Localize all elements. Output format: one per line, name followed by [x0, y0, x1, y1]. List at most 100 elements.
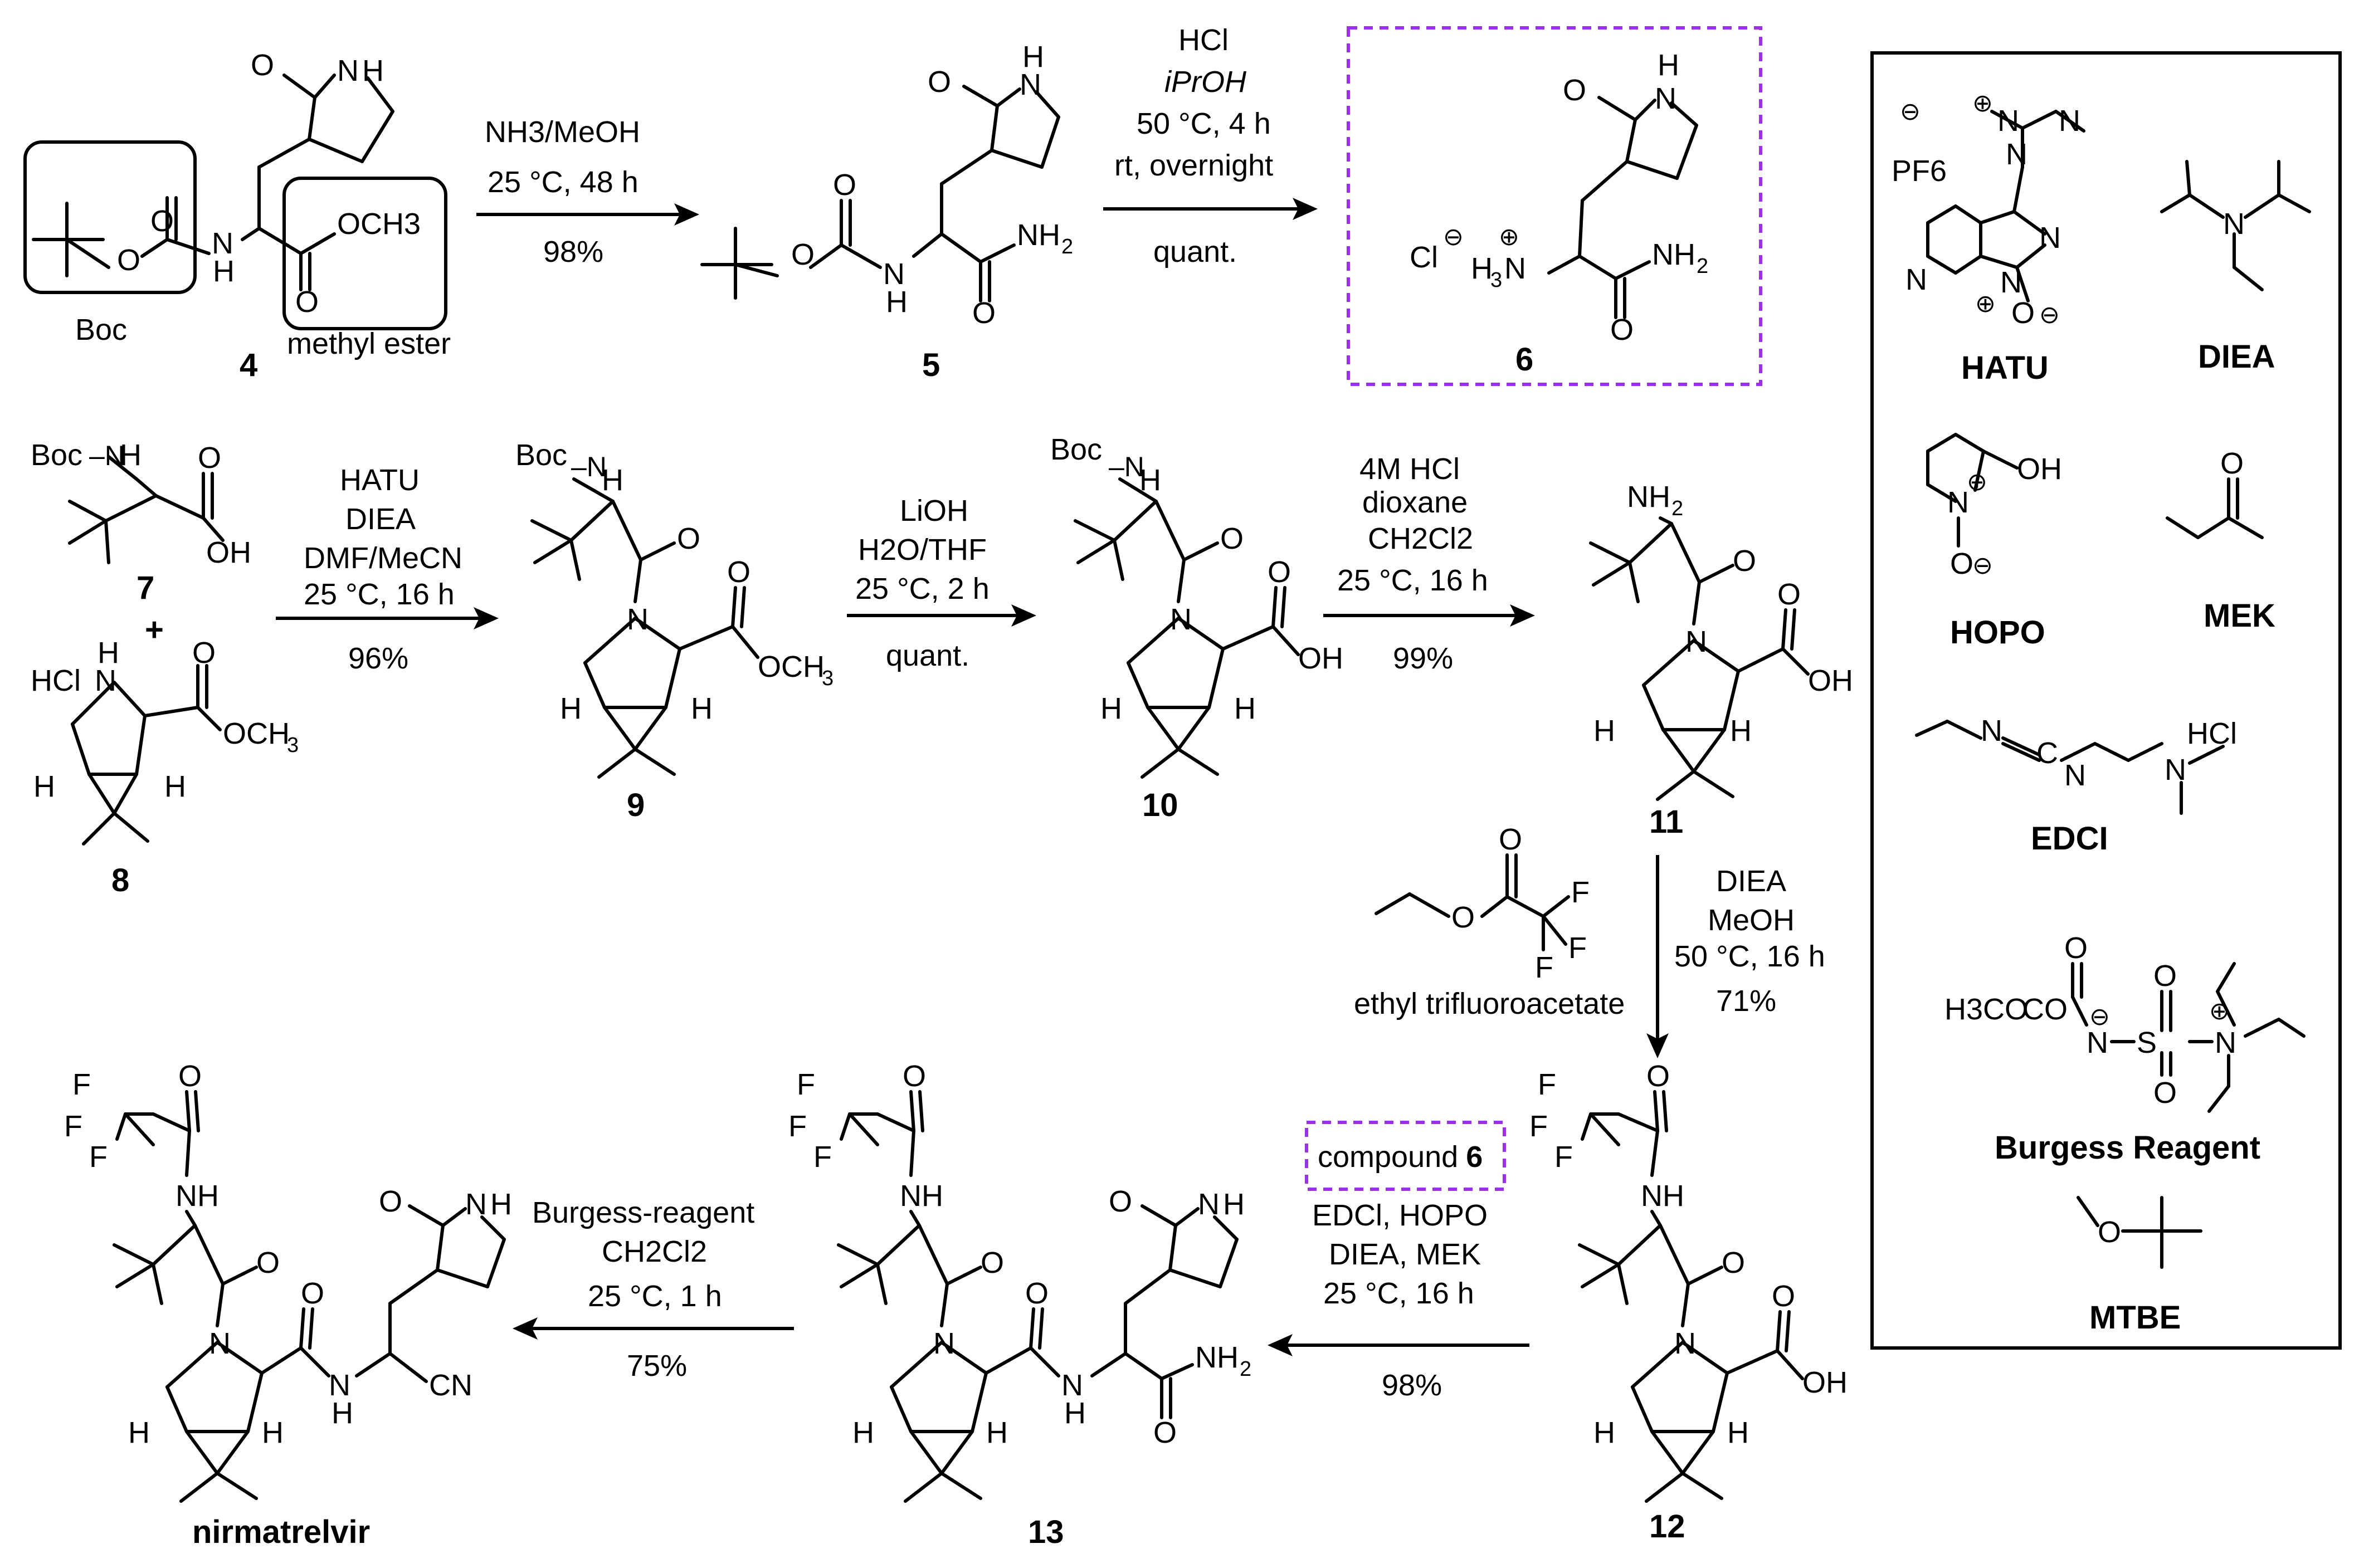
svg-text:H: H — [1234, 692, 1256, 725]
step-6-yield: 71% — [1716, 984, 1776, 1018]
svg-text:H: H — [1064, 1396, 1086, 1430]
svg-text:F: F — [1538, 1068, 1556, 1101]
svg-text:O: O — [117, 243, 140, 277]
compound-9-label: 9 — [627, 787, 645, 823]
svg-text:N: N — [2059, 104, 2080, 138]
svg-text:H: H — [1730, 714, 1752, 748]
svg-text:N: N — [1981, 714, 2002, 748]
svg-text:O: O — [1563, 74, 1586, 107]
step-2-line2: iPrOH — [1164, 65, 1247, 99]
svg-text:OH: OH — [1802, 1366, 1848, 1399]
svg-text:O: O — [2220, 447, 2244, 480]
step-7-yield: 98% — [1382, 1369, 1442, 1402]
step-7-line4: 25 °C, 16 h — [1323, 1277, 1474, 1310]
svg-text:OCH: OCH — [223, 717, 290, 750]
svg-text:N: N — [1198, 1188, 1220, 1221]
compound-13-label: 13 — [1028, 1514, 1064, 1550]
svg-text:H: H — [1223, 1188, 1245, 1221]
svg-text:F: F — [64, 1110, 82, 1143]
svg-text:N: N — [1020, 68, 1041, 101]
svg-text:2: 2 — [1697, 255, 1708, 278]
reagent-mek: MEK — [2204, 598, 2275, 634]
svg-text:H: H — [33, 770, 55, 803]
svg-text:–N: –N — [89, 440, 125, 471]
reagent-mtbe: MTBE — [2089, 1300, 2181, 1336]
svg-text:3: 3 — [1490, 268, 1502, 292]
svg-text:N: N — [2215, 1026, 2236, 1059]
svg-text:N: N — [627, 603, 649, 636]
svg-text:CO: CO — [2022, 993, 2068, 1026]
step-1-line2: 25 °C, 48 h — [488, 165, 639, 199]
step-4-line3: 25 °C, 2 h — [855, 572, 990, 605]
svg-text:⊕: ⊕ — [1972, 90, 1993, 117]
svg-text:2: 2 — [1061, 235, 1073, 258]
step-5-line1: 4M HCl — [1359, 452, 1460, 486]
svg-text:O: O — [2098, 1215, 2121, 1249]
svg-text:N: N — [2064, 759, 2086, 792]
svg-text:CN: CN — [429, 1369, 472, 1402]
svg-text:O: O — [1220, 522, 1244, 555]
svg-text:⊕: ⊕ — [1499, 223, 1519, 251]
svg-text:S: S — [2137, 1026, 2157, 1059]
svg-text:OH: OH — [206, 536, 251, 569]
compound-8-salt: HCl — [31, 664, 81, 697]
svg-text:H: H — [120, 438, 142, 472]
compound-6-counterion: Cl — [1410, 241, 1438, 274]
step-8-line2: CH2Cl2 — [602, 1235, 707, 1268]
reagent-diea: DIEA — [2198, 339, 2275, 375]
svg-text:F: F — [89, 1140, 108, 1174]
svg-text:N: N — [1504, 252, 1526, 285]
svg-text:O: O — [928, 65, 951, 99]
svg-text:⊖: ⊖ — [1900, 98, 1921, 125]
svg-text:–N: –N — [1109, 451, 1144, 482]
step-8-line3: 25 °C, 1 h — [588, 1279, 722, 1313]
step-7-compound-number: 6 — [1466, 1140, 1483, 1174]
step-2-line1: HCl — [1178, 23, 1229, 57]
svg-text:H: H — [213, 255, 235, 288]
svg-text:O: O — [178, 1059, 202, 1093]
ethyl-trifluoroacetate-structure: O O F F F — [1375, 823, 1590, 984]
svg-text:H: H — [602, 463, 623, 497]
svg-text:OH: OH — [2017, 452, 2062, 486]
svg-text:⊕: ⊕ — [2209, 998, 2230, 1025]
step-7-compound-word: compound — [1318, 1140, 1458, 1174]
svg-text:N: N — [1947, 486, 1969, 519]
svg-text:O: O — [833, 168, 856, 202]
svg-text:H: H — [98, 636, 119, 670]
compound-8-structure: N H HCl O OCH 3 H H — [31, 636, 299, 846]
reagent-hatu: HATU — [1961, 350, 2049, 386]
nirmatrelvir-label: nirmatrelvir — [192, 1514, 370, 1550]
svg-text:O: O — [2011, 296, 2035, 330]
svg-text:H: H — [986, 1416, 1008, 1449]
svg-text:N: N — [883, 257, 905, 291]
svg-text:N: N — [1905, 263, 1927, 296]
svg-text:⊖: ⊖ — [1443, 223, 1464, 251]
svg-text:O: O — [2153, 1076, 2177, 1110]
svg-text:H: H — [362, 54, 384, 87]
svg-text:Boc: Boc — [31, 438, 82, 472]
mtbe-structure: O — [2077, 1196, 2202, 1269]
compound-7-structure: Boc –N H O OH — [31, 438, 251, 569]
step-4-line1: LiOH — [900, 494, 968, 527]
svg-text:Boc: Boc — [1050, 433, 1102, 466]
svg-text:N: N — [465, 1188, 487, 1221]
svg-text:N: N — [1685, 625, 1707, 658]
svg-text:N: N — [337, 54, 359, 87]
step-5-line3: CH2Cl2 — [1368, 522, 1473, 555]
svg-text:N: N — [1674, 1327, 1696, 1360]
compound-6-label: 6 — [1515, 341, 1533, 378]
svg-text:N: N — [1061, 1369, 1083, 1402]
svg-text:H: H — [886, 285, 908, 319]
svg-text:OCH: OCH — [758, 650, 825, 683]
compound-5-label: 5 — [922, 347, 940, 383]
methyl-ester-annotation: methyl ester — [287, 327, 451, 360]
svg-text:NH: NH — [1195, 1341, 1239, 1374]
reagent-edci: EDCI — [2031, 820, 2108, 857]
compound-4-structure: O O N H O N H O OCH3 — [23, 48, 447, 330]
svg-text:⊕: ⊕ — [1967, 468, 1987, 496]
svg-text:N: N — [2039, 221, 2061, 255]
step-3-line3: DMF/MeCN — [304, 541, 462, 575]
svg-text:NH: NH — [176, 1179, 219, 1213]
